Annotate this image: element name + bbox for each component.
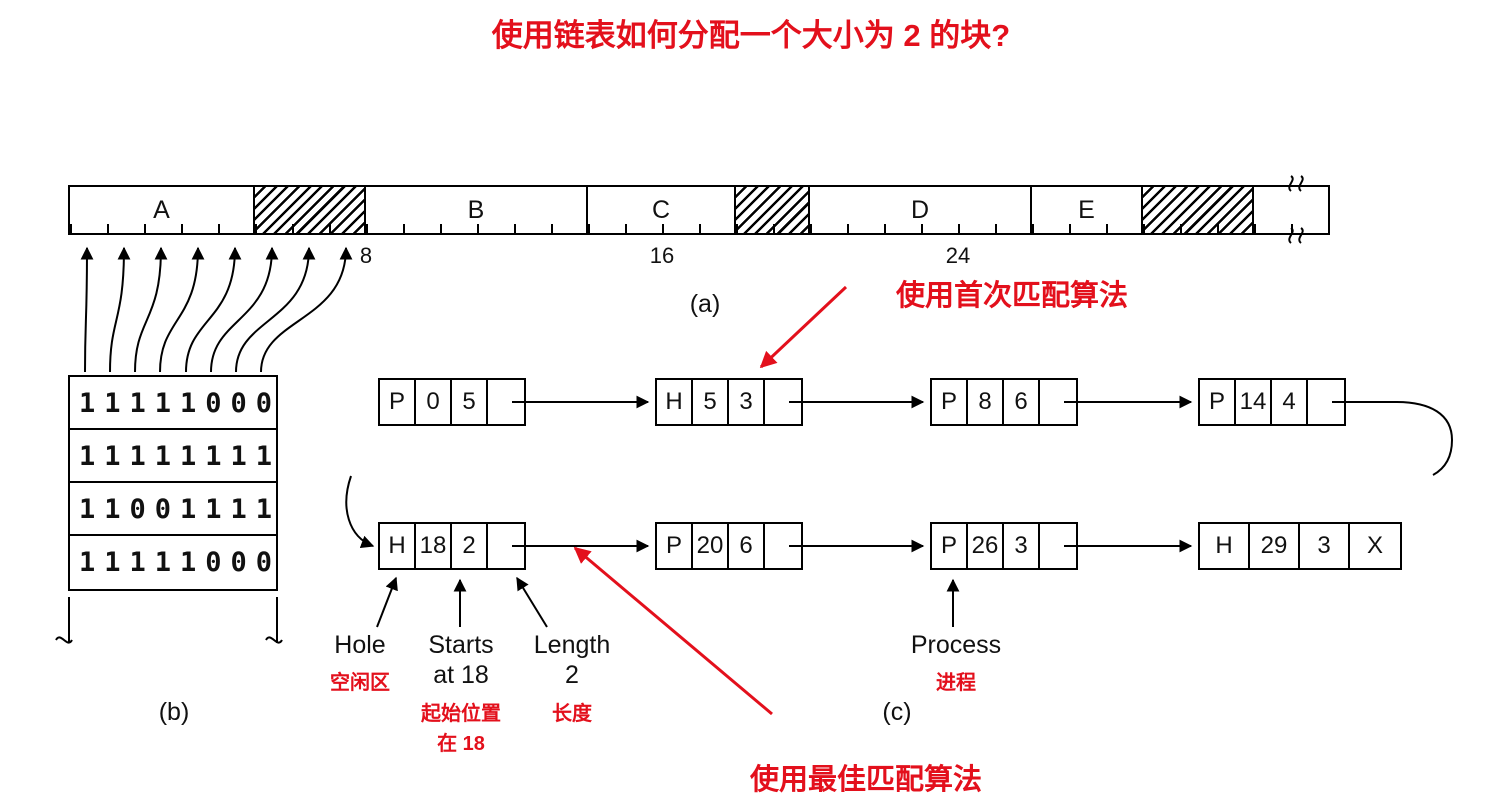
cell-start: 29 (1250, 524, 1300, 568)
first-fit-arrow (759, 285, 848, 369)
cell-length: 3 (729, 380, 765, 424)
segment-B: B (366, 187, 588, 233)
label-length-line2: 2 (565, 661, 579, 689)
cell-type: P (932, 380, 968, 424)
cell-start: 20 (693, 524, 729, 568)
node-H-5-3: H 5 3 (655, 378, 803, 426)
bitmap-torn-edge (68, 597, 278, 643)
label-process: Process (910, 631, 1002, 659)
caption-b: (b) (158, 698, 190, 726)
node-P-14-4: P 14 4 (1198, 378, 1346, 426)
label-starts-zh-line1: 起始位置 (421, 703, 501, 725)
cell-start: 26 (968, 524, 1004, 568)
segment-D: D (810, 187, 1032, 233)
bit-arrow-8 (260, 246, 353, 373)
segment-label-E: E (1078, 195, 1095, 224)
node-H-18-2: H 18 2 (378, 522, 526, 570)
bit-arrow-2 (109, 246, 131, 373)
label-process-zh: 进程 (936, 672, 976, 694)
caption-c: (c) (882, 698, 912, 726)
bit-arrow-5 (185, 246, 242, 373)
bitmap-row-3: 11001111 (70, 483, 276, 536)
segment-E: E (1032, 187, 1143, 233)
label-length-zh: 长度 (552, 703, 592, 725)
cell-next-pointer (1308, 380, 1344, 424)
cell-length: 4 (1272, 380, 1308, 424)
cell-type: P (657, 524, 693, 568)
label-hole-zh: 空闲区 (330, 672, 390, 694)
bit-arrow-7 (235, 246, 316, 373)
annotation-best-fit: 使用最佳匹配算法 (749, 764, 983, 796)
tick-number-24: 24 (945, 243, 971, 268)
bit-arrow-6 (210, 246, 279, 373)
memory-bar: A B C D E (68, 185, 1330, 235)
tick-number-16: 16 (649, 243, 675, 268)
hole-label-arrow (376, 576, 398, 628)
cell-next-pointer (1040, 380, 1076, 424)
label-starts-line2: at 18 (433, 661, 489, 689)
cell-type: H (380, 524, 416, 568)
segment-label-A: A (153, 195, 170, 224)
cell-type: P (380, 380, 416, 424)
segment-label-B: B (467, 195, 485, 224)
bitmap-to-bar-arrows (80, 246, 353, 373)
node-P-0-5: P 0 5 (378, 378, 526, 426)
label-starts-line1: Starts (428, 631, 494, 659)
cell-next-pointer (1040, 524, 1076, 568)
node-P-8-6: P 8 6 (930, 378, 1078, 426)
bitmap-row-4: 11111000 (79, 547, 282, 578)
node-P-26-3: P 26 3 (930, 522, 1078, 570)
bitmap: 11111000 11111111 11001111 11111000 (68, 375, 278, 591)
node-P-20-6: P 20 6 (655, 522, 803, 570)
length-label-arrow (516, 576, 548, 628)
bit-arrow-4 (159, 246, 205, 373)
cell-type: P (1200, 380, 1236, 424)
cell-type: P (932, 524, 968, 568)
cell-next-pointer (765, 524, 801, 568)
cell-length: 6 (1004, 380, 1040, 424)
segment-A: A (70, 187, 255, 233)
cell-start: 14 (1236, 380, 1272, 424)
caption-a: (a) (689, 290, 721, 318)
cell-next-pointer (488, 524, 524, 568)
label-hole: Hole (334, 631, 386, 659)
tick-number-8: 8 (359, 243, 373, 268)
cell-length: 3 (1004, 524, 1040, 568)
wrap-out-curve (1332, 401, 1454, 476)
cell-length: 2 (452, 524, 488, 568)
cell-next-pointer (488, 380, 524, 424)
bitmap-row-2: 11111111 (70, 430, 276, 483)
cell-length: 5 (452, 380, 488, 424)
cell-length: 3 (1300, 524, 1350, 568)
bit-arrow-1 (80, 246, 94, 373)
segment-label-C: C (651, 195, 671, 224)
bit-arrow-3 (134, 246, 168, 373)
node-H-29-3-end: H 29 3 X (1198, 522, 1402, 570)
page-title: 使用链表如何分配一个大小为 2 的块? (491, 18, 1011, 53)
ruler-ticks (70, 224, 1328, 233)
cell-type: H (657, 380, 693, 424)
cell-type: H (1200, 524, 1250, 568)
bitmap-row-1: 11111000 (70, 377, 276, 430)
cell-start: 0 (416, 380, 452, 424)
annotation-first-fit: 使用首次匹配算法 (895, 280, 1129, 312)
label-starts-zh-line2: 在 18 (437, 733, 485, 755)
cell-start: 18 (416, 524, 452, 568)
annotation-arrows (573, 285, 848, 716)
cell-start: 8 (968, 380, 1004, 424)
cell-next-pointer (765, 380, 801, 424)
field-label-arrows (376, 576, 960, 628)
wrap-in-curve (345, 475, 375, 548)
cell-start: 5 (693, 380, 729, 424)
cell-end-marker: X (1366, 532, 1383, 559)
segment-label-D: D (910, 195, 930, 224)
label-length-line1: Length (533, 631, 611, 659)
segment-C: C (588, 187, 736, 233)
cell-length: 6 (729, 524, 765, 568)
